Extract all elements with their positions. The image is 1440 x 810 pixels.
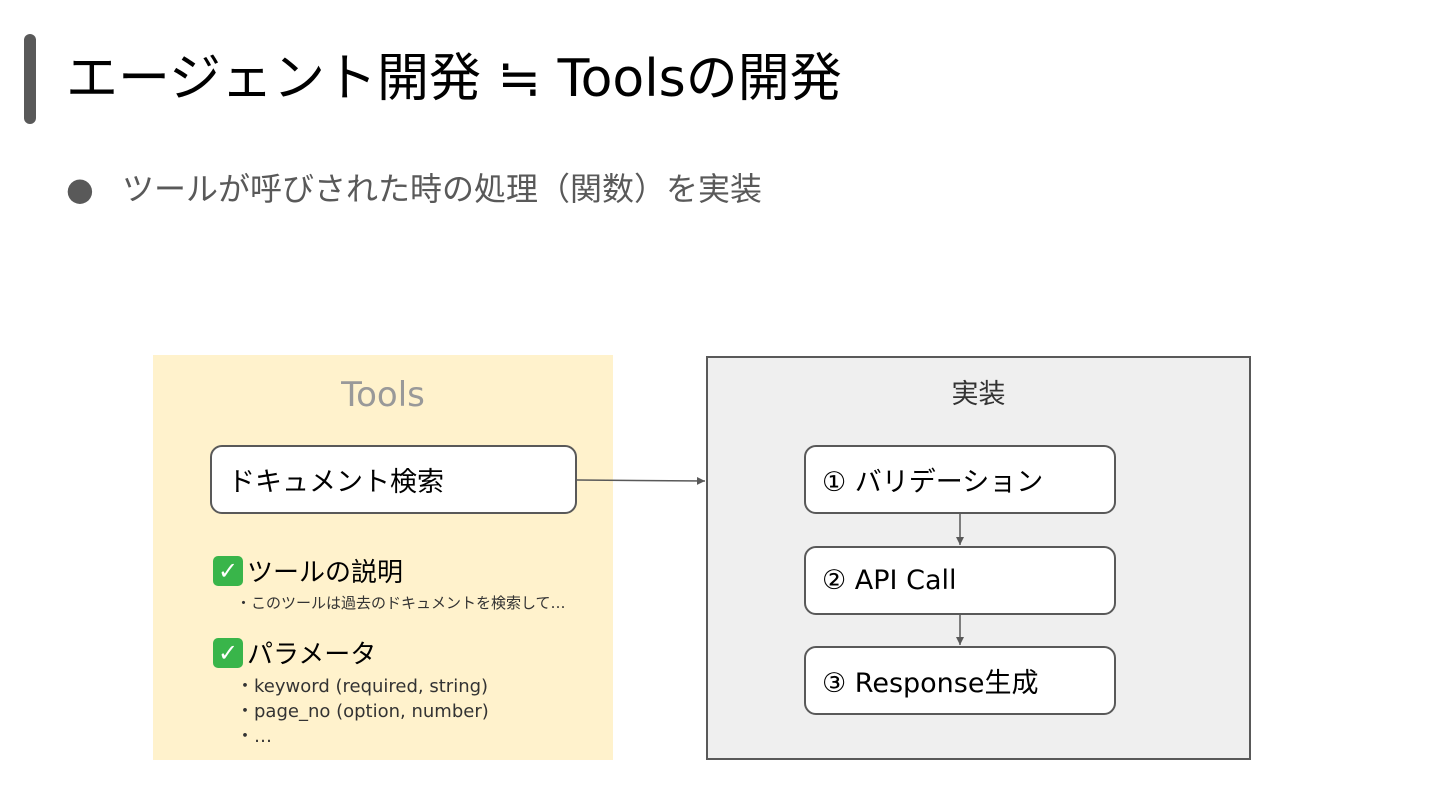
step-label: ② API Call [822, 565, 957, 596]
param-item: ・page_no (option, number) [236, 701, 489, 722]
arrow-tool-to-implementation [576, 476, 706, 485]
step-label: ③ Response生成 [822, 668, 1039, 699]
bullet-text: ツールが呼びされた時の処理（関数）を実装 [122, 170, 763, 208]
implementation-panel-title: 実装 [951, 379, 1006, 410]
bullet-marker: ● [66, 170, 94, 208]
description-heading-text: ツールの説明 [247, 558, 404, 588]
step-box-validation: ① バリデーション [804, 445, 1116, 514]
step-box-api-call: ② API Call [804, 546, 1116, 615]
tool-box-label: ドキュメント検索 [228, 467, 444, 498]
check-mark-icon: ✓ [213, 637, 243, 668]
params-heading-text: パラメータ [247, 640, 377, 670]
check-mark-icon: ✓ [213, 555, 243, 586]
tools-panel-title: Tools [341, 375, 425, 415]
title-accent-bar [24, 34, 36, 124]
step-box-response: ③ Response生成 [804, 646, 1116, 715]
tool-box-document-search: ドキュメント検索 [210, 445, 577, 514]
param-item: ・keyword (required, string) [236, 676, 489, 697]
description-heading: ✓ ツールの説明 [213, 552, 403, 589]
bullet-item: ● ツールが呼びされた時の処理（関数）を実装 [66, 166, 762, 212]
step-label: ① バリデーション [822, 467, 1044, 498]
description-text: ・このツールは過去のドキュメントを検索して… [236, 594, 566, 612]
params-heading: ✓ パラメータ [213, 634, 376, 671]
slide-title: エージェント開発 ≒ Toolsの開発 [66, 49, 842, 109]
param-item: ・… [236, 726, 272, 747]
